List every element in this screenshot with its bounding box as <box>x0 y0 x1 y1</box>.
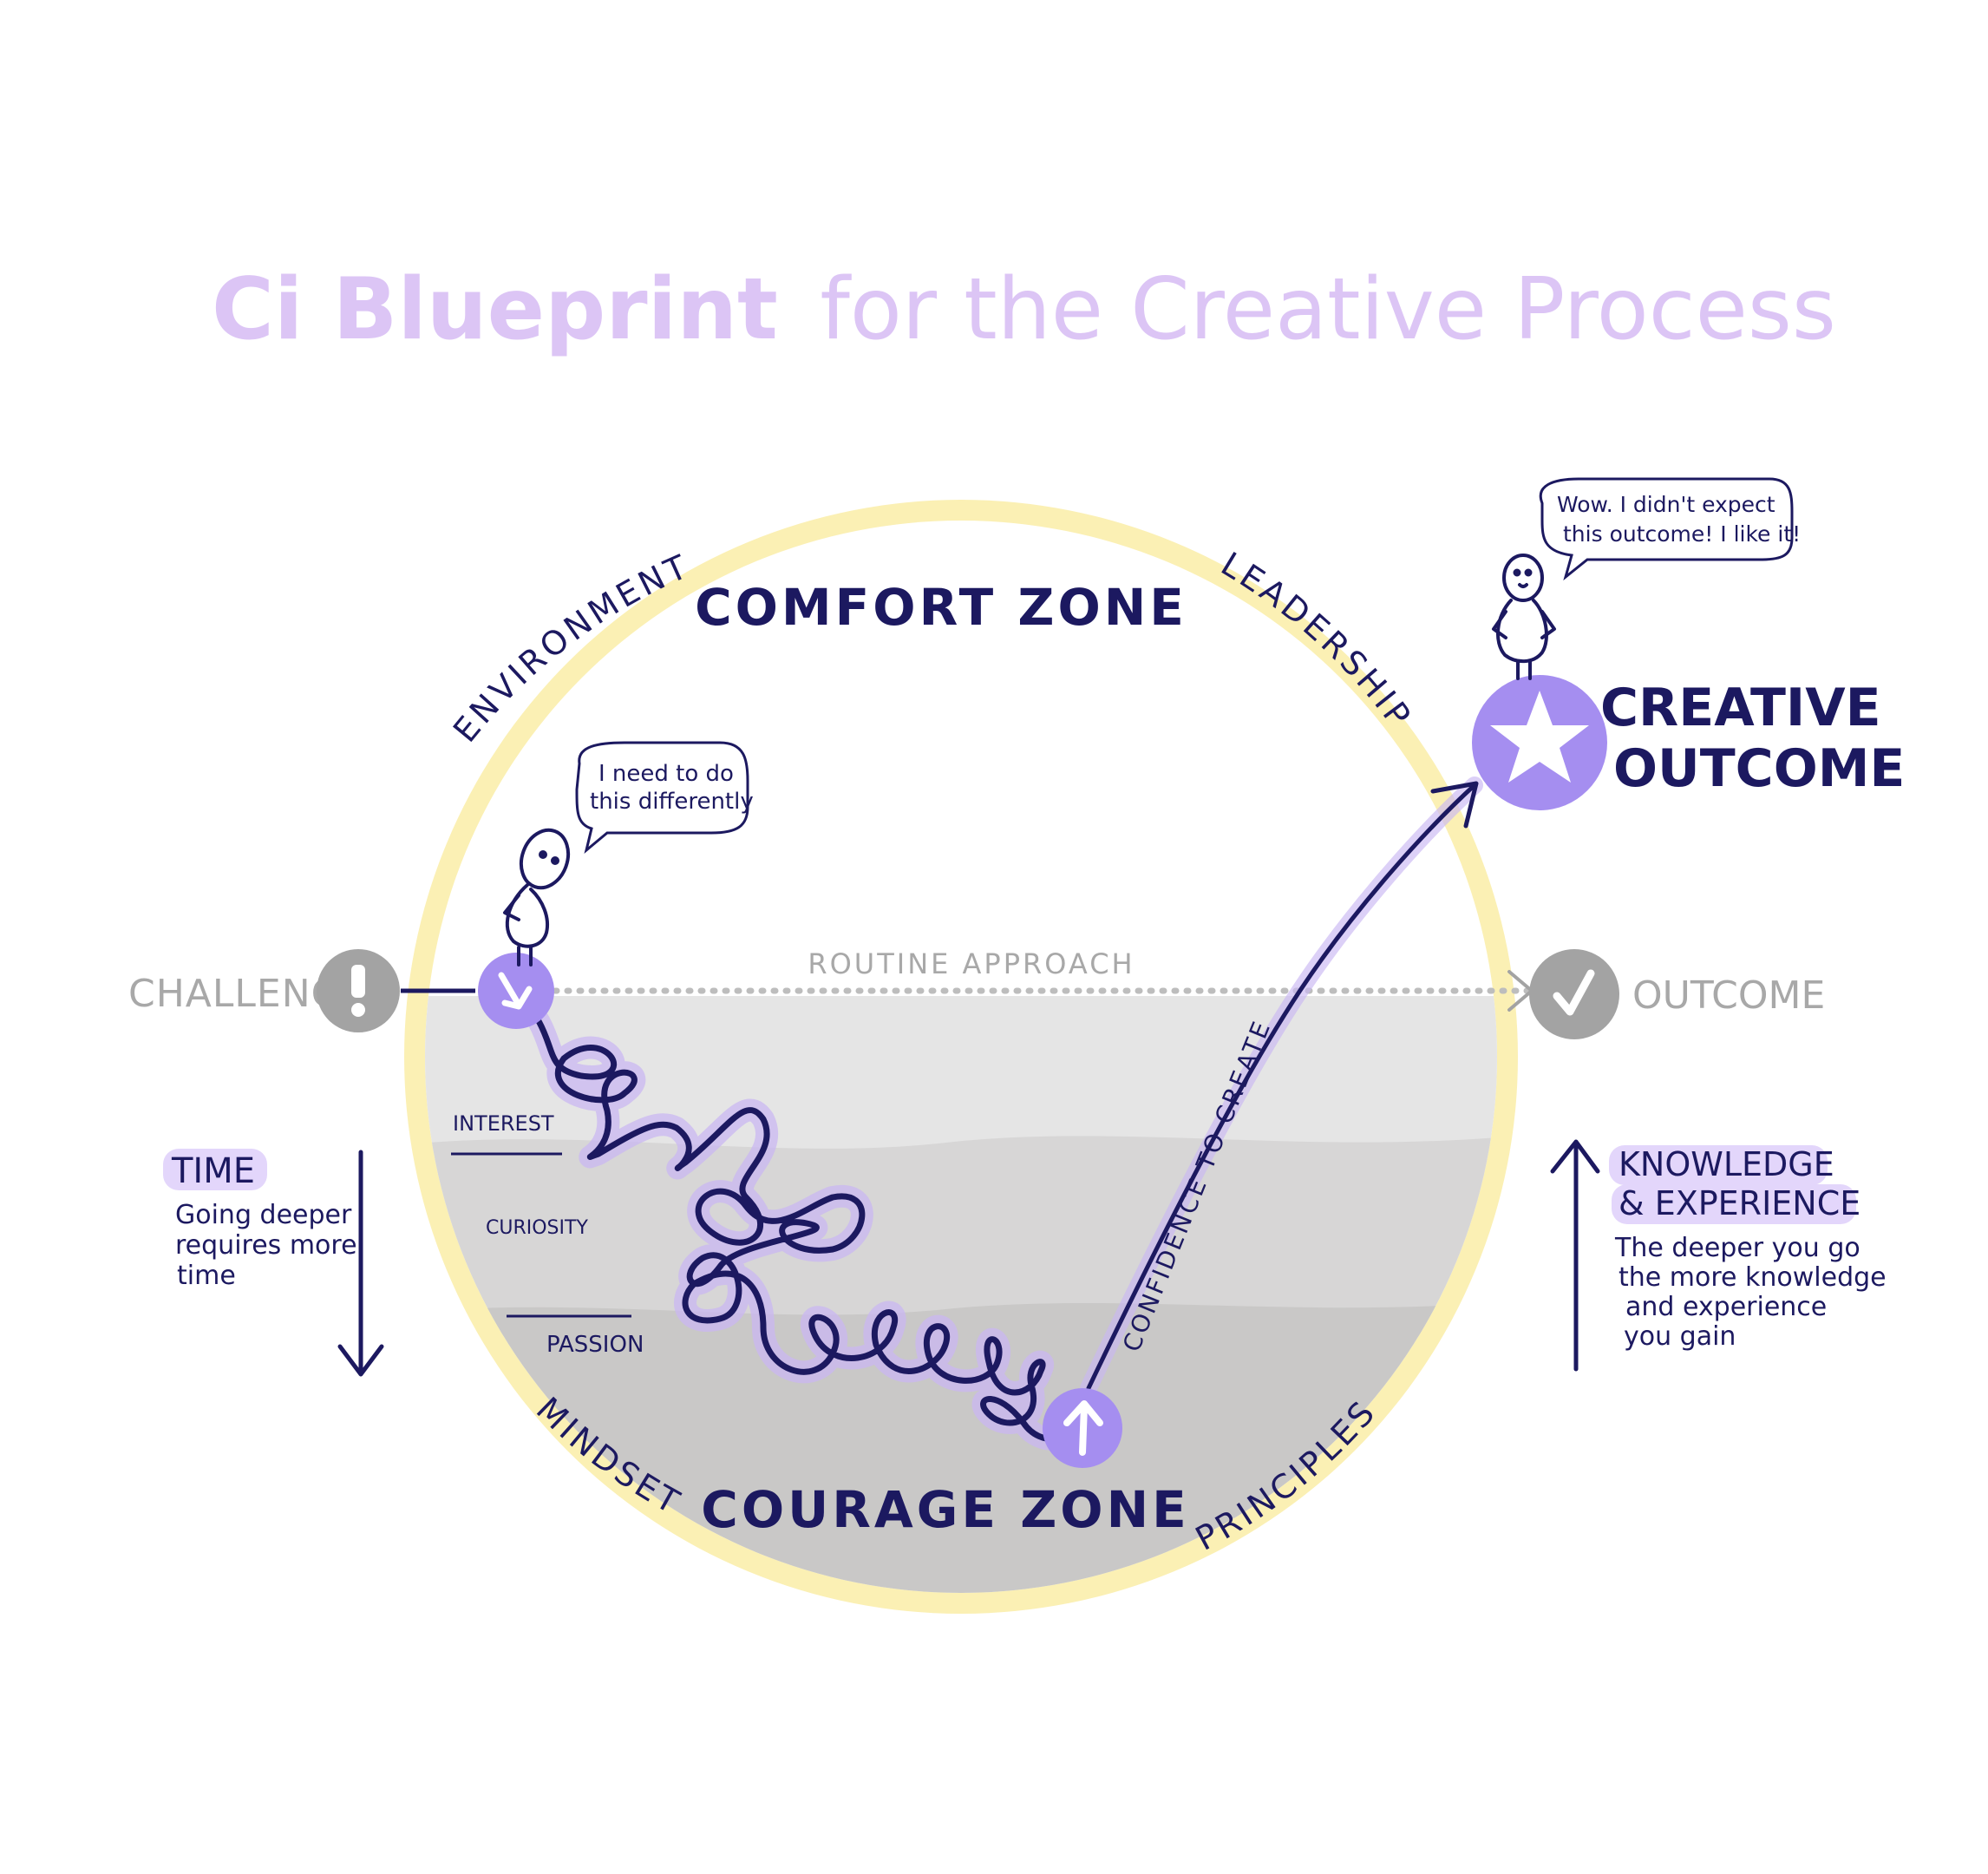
depth-label-interest: INTEREST <box>453 1111 554 1136</box>
arrow-up-knowledge-icon <box>1550 1139 1600 1372</box>
star-icon <box>1490 691 1589 783</box>
outcome-node <box>1529 949 1619 1039</box>
knowledge-line-2: the more knowledge <box>1619 1262 1887 1293</box>
knowledge-line-4: you gain <box>1624 1321 1736 1352</box>
person-right-figure <box>1492 554 1556 680</box>
depth-label-curiosity: CURIOSITY <box>486 1217 588 1239</box>
arrow-down-icon <box>337 1150 384 1377</box>
exclamation-icon <box>351 965 365 1017</box>
knowledge-heading-highlight-1 <box>1609 1145 1828 1185</box>
knowledge-heading-2: & EXPERIENCE <box>1619 1184 1860 1222</box>
creative-outcome-line2: OUTCOME <box>1613 738 1905 799</box>
knowledge-line-1: The deeper you go <box>1614 1233 1860 1263</box>
time-line-1: Going deeper <box>175 1200 352 1230</box>
speech-right-line1: Wow. I didn't expect <box>1557 492 1775 517</box>
title-bold: Ci Blueprint <box>212 260 778 359</box>
time-line-2: requires more <box>175 1230 357 1261</box>
knowledge-heading-1: KNOWLEDGE <box>1619 1145 1834 1183</box>
routine-approach-label: ROUTINE APPROACH <box>808 947 1135 980</box>
outcome-label: OUTCOME <box>1632 973 1825 1018</box>
comfort-zone-label: COMFORT ZONE <box>695 578 1187 637</box>
title-regular: for the Creative Process <box>820 260 1836 359</box>
knowledge-line-3: and experience <box>1625 1292 1827 1322</box>
confidence-path <box>1086 783 1477 1391</box>
speech-right-line2: this outcome! I like it! <box>1563 521 1801 547</box>
page-title: Ci Blueprint for the Creative Process <box>212 260 1836 359</box>
knowledge-heading-highlight-2 <box>1612 1184 1856 1224</box>
depth-label-passion: PASSION <box>546 1332 644 1358</box>
speech-bubble-right: Wow. I didn't expect this outcome! I lik… <box>1539 477 1801 581</box>
time-line-3: time <box>177 1261 236 1291</box>
time-heading: TIME <box>171 1151 255 1191</box>
check-icon <box>1553 969 1595 1016</box>
arrow-up-icon <box>1063 1400 1103 1456</box>
person-left-figure <box>503 828 571 966</box>
creative-outcome-line1: CREATIVE <box>1600 678 1881 738</box>
confidence-arrowhead <box>1430 781 1479 829</box>
start-node <box>478 953 554 1029</box>
journey-spiral <box>513 987 1088 1443</box>
speech-left-line2: this differently <box>590 789 754 815</box>
courage-zone-label: COURAGE ZONE <box>701 1480 1189 1539</box>
speech-bubble-left: I need to do this differently <box>575 741 754 855</box>
speech-left-line1: I need to do <box>598 761 734 787</box>
arrow-down-right-icon <box>498 972 533 1010</box>
time-heading-highlight <box>163 1149 267 1190</box>
